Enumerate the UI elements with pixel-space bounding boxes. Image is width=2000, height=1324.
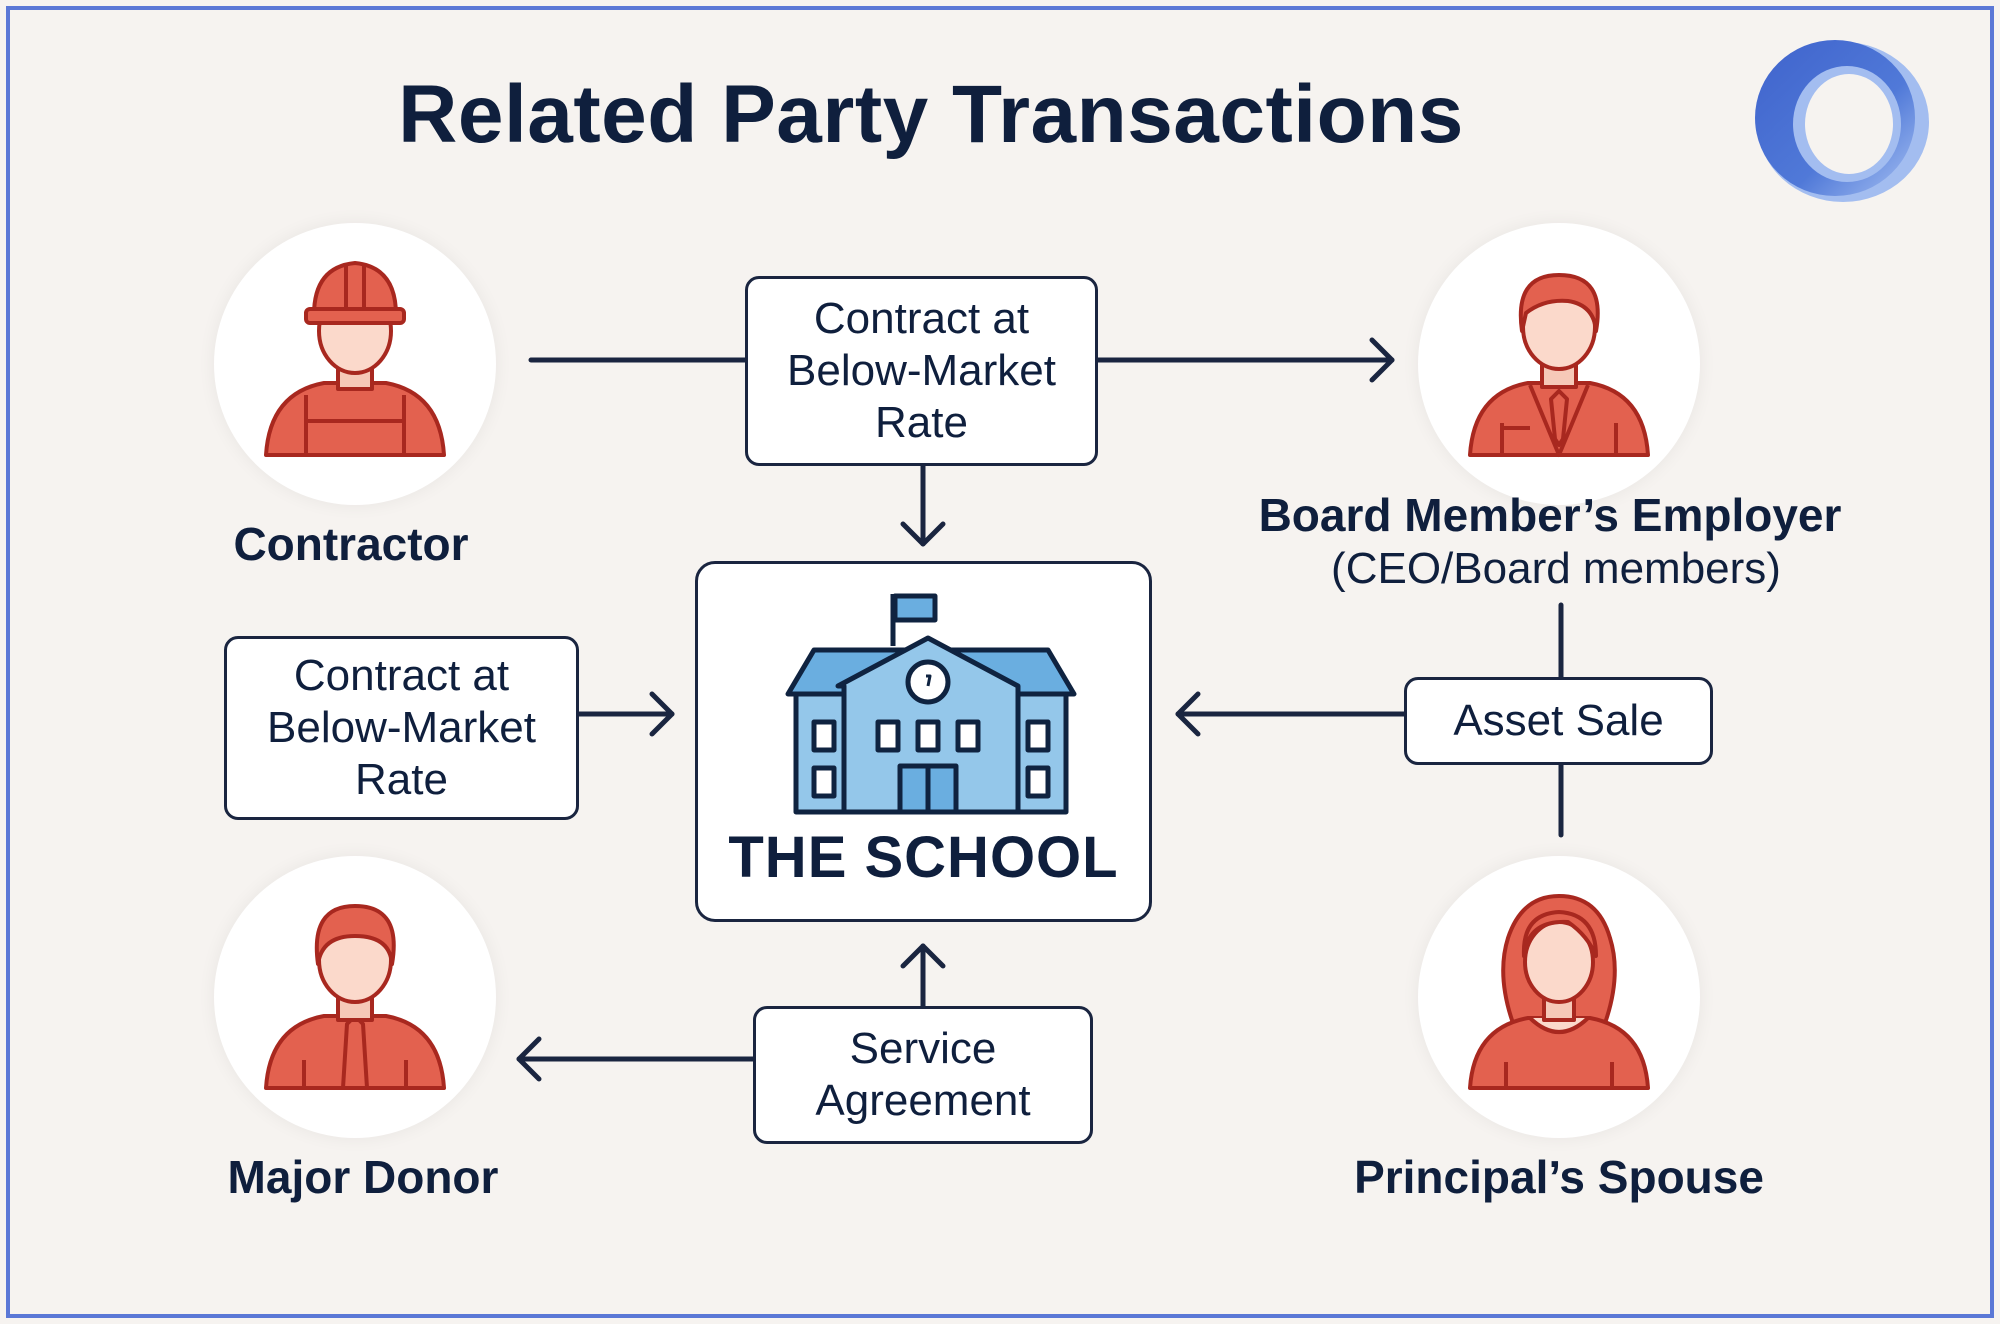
donor-person-icon: [264, 904, 446, 1090]
school-label: THE SCHOOL: [728, 825, 1119, 890]
board-employer-sublabel: (CEO/Board members): [1331, 544, 1781, 593]
board-employer-avatar: [1418, 223, 1700, 505]
businessman-icon: [1468, 273, 1650, 457]
box-line: Contract at: [293, 651, 510, 700]
left-contract-box: Contract at Below-Market Rate: [224, 636, 579, 820]
box-line: Below-Market: [267, 703, 536, 752]
box-line: Rate: [355, 755, 448, 804]
service-agreement-box: Service Agreement: [753, 1006, 1093, 1144]
box-line: Service: [849, 1024, 997, 1073]
ring-logo-icon: [1755, 40, 1929, 202]
top-contract-box: Contract at Below-Market Rate: [745, 276, 1098, 466]
contractor-avatar: [214, 223, 496, 505]
arrowhead-icon: [1175, 691, 1201, 737]
arrowhead-icon: [900, 521, 946, 547]
arrowhead-icon: [649, 691, 675, 737]
arrowhead-icon: [1369, 337, 1395, 383]
box-line: Rate: [875, 398, 968, 447]
school-node: THE SCHOOL: [695, 561, 1152, 922]
page-frame: [6, 6, 1994, 1318]
contractor-label: Contractor: [233, 518, 469, 570]
major-donor-label: Major Donor: [227, 1151, 499, 1203]
school-building-icon: [785, 593, 1077, 815]
arrowhead-icon: [900, 943, 946, 969]
page-title: Related Party Transactions: [398, 69, 1464, 160]
box-line: Contract at: [813, 294, 1030, 343]
major-donor-avatar: [214, 856, 496, 1138]
principal-spouse-label: Principal’s Spouse: [1354, 1151, 1764, 1203]
box-line: Agreement: [815, 1076, 1031, 1125]
principal-spouse-avatar: [1418, 856, 1700, 1138]
board-employer-label: Board Member’s Employer: [1258, 489, 1842, 541]
woman-icon: [1468, 894, 1650, 1090]
construction-worker-icon: [264, 261, 446, 457]
arrowhead-icon: [516, 1036, 542, 1082]
asset-sale-label: Asset Sale: [1453, 696, 1664, 745]
box-line: Below-Market: [787, 346, 1056, 395]
asset-sale-box: Asset Sale: [1404, 677, 1713, 765]
